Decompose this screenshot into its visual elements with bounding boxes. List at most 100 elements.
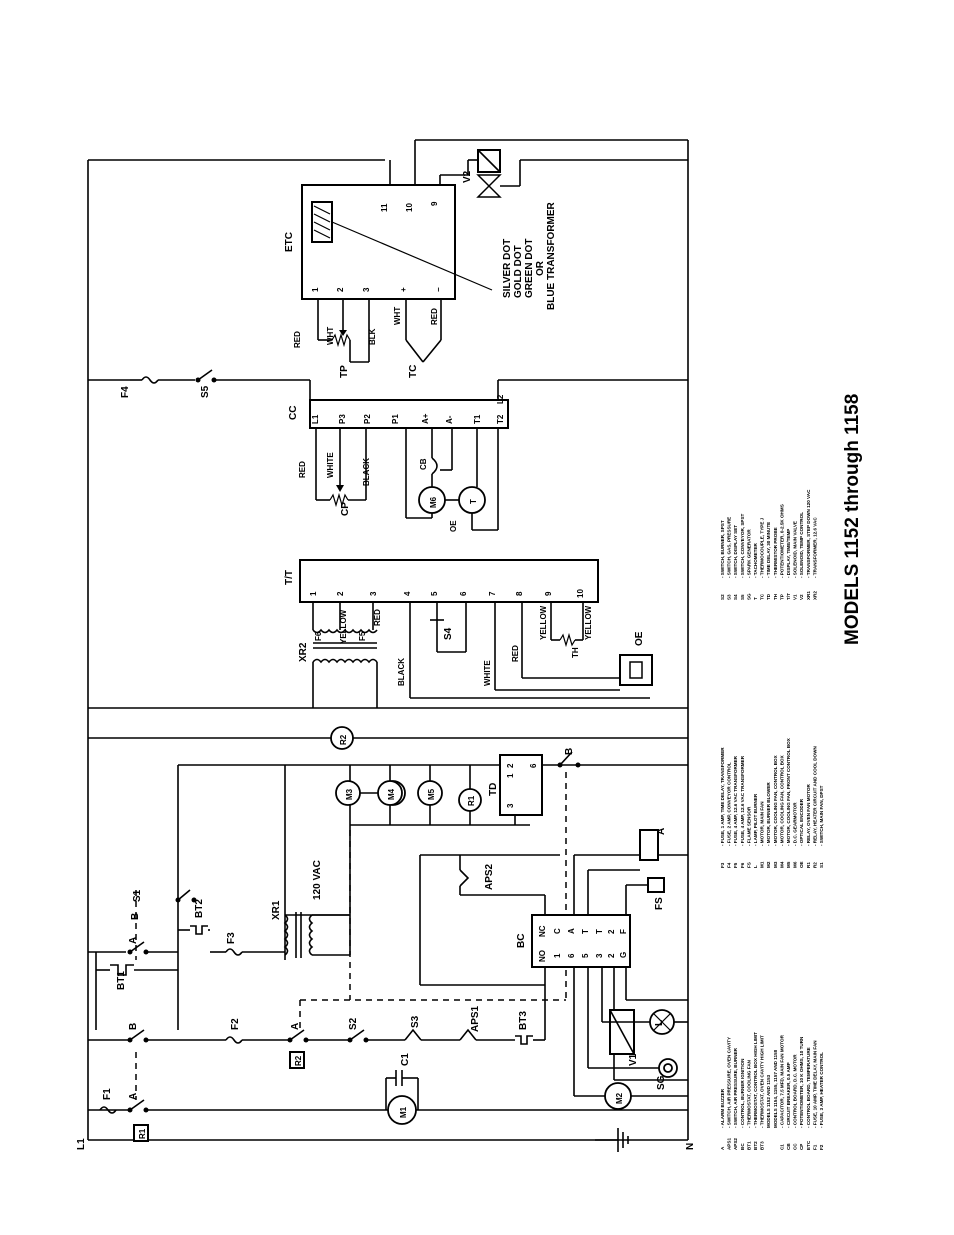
legend-key: F4 bbox=[727, 862, 732, 868]
bt1-thermostat: BT1 bbox=[95, 952, 178, 1030]
sg-spark-generator: SG bbox=[587, 967, 678, 1090]
svg-text:BC: BC bbox=[516, 934, 527, 948]
legend-description: - FUSE, 1 AMP, TIME DELAY, TRANSFORMER bbox=[720, 747, 725, 846]
svg-text:RED: RED bbox=[430, 308, 439, 325]
svg-text:F2: F2 bbox=[230, 1018, 241, 1030]
legend-description: - DISPLAY, TIME/TEMP bbox=[786, 529, 791, 578]
svg-text:3: 3 bbox=[362, 287, 371, 292]
svg-text:1: 1 bbox=[311, 287, 320, 292]
svg-text:GREEN DOT: GREEN DOT bbox=[524, 239, 535, 298]
svg-text:YELLOW: YELLOW bbox=[339, 609, 348, 644]
svg-text:T/T: T/T bbox=[284, 570, 295, 585]
diagram-title: MODELS 1152 through 1158 bbox=[842, 394, 863, 645]
svg-text:T: T bbox=[469, 499, 478, 504]
svg-text:F5: F5 bbox=[358, 631, 367, 641]
m1-motor: M1 C1 bbox=[385, 1053, 419, 1125]
legend-description: - CONTROL BOARD, TEMPERATURE bbox=[806, 1047, 811, 1128]
legend-description: - SOLENOID, TEMP CONTROL bbox=[799, 512, 804, 578]
legend-description: - FUSE, 3 AMP, HEATER CONTROL bbox=[819, 1052, 824, 1128]
svg-text:T: T bbox=[595, 929, 604, 934]
svg-text:3: 3 bbox=[595, 953, 604, 958]
legend-description: - MOTOR, MAIN FAN bbox=[760, 801, 765, 846]
svg-text:M3: M3 bbox=[345, 788, 354, 800]
legend-key: M1 bbox=[760, 861, 765, 868]
legend-description: MODELS 1152 AND 1153 bbox=[766, 1074, 771, 1128]
legend-description: - MOTOR, COOLING FAN, CONTROL BOX bbox=[779, 754, 784, 846]
legend-key: APS1 bbox=[727, 1138, 732, 1150]
rail-l1-label: L1 bbox=[76, 1138, 87, 1150]
legend-description: - THERMOSTAT, COOLING FAN bbox=[746, 1059, 751, 1128]
svg-text:CB: CB bbox=[419, 458, 428, 470]
legend-key: XR1 bbox=[806, 591, 811, 600]
svg-text:WHITE: WHITE bbox=[483, 660, 492, 686]
legend-description: - TIME DELAY, 30 MINUTE bbox=[766, 522, 771, 578]
svg-text:6: 6 bbox=[459, 591, 468, 596]
svg-text:1: 1 bbox=[553, 953, 562, 958]
svg-text:R1: R1 bbox=[138, 1128, 147, 1139]
legend-description: - SWITCH, DISPLAY SET bbox=[733, 525, 738, 578]
svg-text:BT1: BT1 bbox=[116, 971, 127, 990]
vac-bus: 120 VAC bbox=[177, 764, 688, 916]
svg-text:7: 7 bbox=[488, 591, 497, 596]
legend-description: - POTENTIOMETER, 0-2.5K OHMS bbox=[779, 504, 784, 578]
svg-text:8: 8 bbox=[515, 591, 524, 596]
xr2-transformer: XR2 F6 YELLOW F5 RED bbox=[298, 602, 382, 708]
legend-key: F5 bbox=[733, 862, 738, 868]
ground-icon bbox=[595, 1128, 629, 1152]
legend-description: - TACHOMETER bbox=[753, 542, 758, 578]
m6-gearmotor: M6 bbox=[405, 428, 446, 519]
legend-description: - FUSE, 4 AMP, 12.6 VAC TRANSFORMER bbox=[740, 755, 745, 846]
legend-description: - THERMOSTAT, CONTROL BOX HIGH LIMIT bbox=[753, 1032, 758, 1128]
svg-text:11: 11 bbox=[380, 203, 389, 212]
svg-text:L: L bbox=[654, 1020, 665, 1026]
svg-text:RED: RED bbox=[511, 645, 520, 662]
legend-description: - FUSE, 2 AMP, CONVEYOR CONTROL bbox=[727, 762, 732, 846]
svg-text:P2: P2 bbox=[363, 414, 372, 424]
svg-text:S5: S5 bbox=[200, 385, 211, 398]
legend-key: CB bbox=[786, 1143, 791, 1150]
svg-text:RED: RED bbox=[373, 609, 382, 626]
legend-key: TH bbox=[773, 593, 778, 600]
tp-potentiometer: RED WHT BLK TP bbox=[293, 299, 377, 378]
legend-key: CC bbox=[793, 1143, 798, 1150]
svg-text:9: 9 bbox=[430, 201, 439, 206]
svg-text:T: T bbox=[581, 929, 590, 934]
legend-key: TD bbox=[766, 593, 771, 600]
svg-text:C1: C1 bbox=[400, 1053, 411, 1066]
svg-text:+: + bbox=[399, 287, 408, 292]
legend-key: BT1 bbox=[746, 1141, 751, 1150]
svg-text:3: 3 bbox=[506, 803, 515, 808]
xr1-transformer: XR1 bbox=[271, 900, 351, 960]
l-lamp: L bbox=[601, 967, 688, 1035]
svg-text:FS: FS bbox=[654, 897, 665, 910]
legend-key: C1 bbox=[779, 1144, 784, 1150]
svg-text:1: 1 bbox=[506, 773, 515, 778]
svg-text:SILVER DOT: SILVER DOT bbox=[502, 239, 513, 298]
v1-solenoid: V1 bbox=[609, 967, 688, 1081]
svg-text:3: 3 bbox=[369, 591, 378, 596]
legend-description: - SPARK GENERATOR bbox=[746, 529, 751, 578]
legend-key: R1 bbox=[806, 862, 811, 868]
legend-description: - MOTOR, BURNER BLOWER bbox=[766, 782, 771, 846]
legend-key: F6 bbox=[740, 862, 745, 868]
legend-key: CP bbox=[799, 1144, 804, 1150]
bt2-thermostat: BT2 bbox=[178, 899, 210, 935]
svg-text:TD: TD bbox=[488, 783, 499, 796]
legend-description: - FLAME SENSOR bbox=[746, 806, 751, 846]
svg-text:RED: RED bbox=[293, 331, 302, 348]
legend-key: S2 bbox=[720, 594, 725, 600]
svg-text:A-: A- bbox=[445, 415, 454, 424]
legend-key: M2 bbox=[766, 861, 771, 868]
legend-description: - SOLENOID, MAIN VALVE bbox=[793, 521, 798, 578]
bc-board: BC NO NC 1 C 6 A 5 T 3 T 2 2 G F APS2 A … bbox=[419, 828, 688, 1001]
m2-motor: M2 bbox=[573, 967, 688, 1110]
legend-key: L bbox=[753, 865, 758, 868]
legend-key: ETC bbox=[806, 1140, 811, 1150]
svg-text:T1: T1 bbox=[473, 414, 482, 424]
legend-key: TP bbox=[779, 594, 784, 600]
svg-text:5: 5 bbox=[581, 953, 590, 958]
heater-branch: B F2 A S2 S3 APS1 BT3 bbox=[88, 985, 546, 1045]
power-rails bbox=[87, 140, 689, 1141]
s5-switch: S5 bbox=[195, 369, 310, 398]
